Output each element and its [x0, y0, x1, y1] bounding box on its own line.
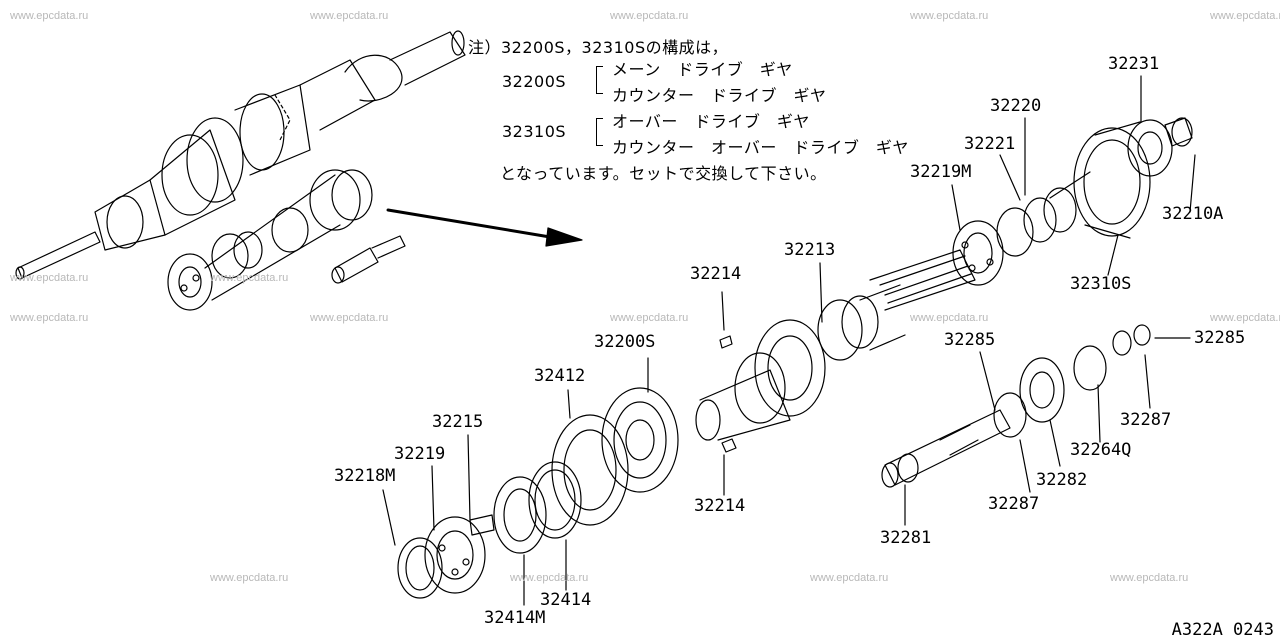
part-label[interactable]: 32282 [1036, 470, 1088, 490]
mainshaft-assembly [869, 117, 1193, 311]
note-group1-item: カウンター ドライブ ギヤ [612, 86, 827, 105]
watermark-text: www.epcdata.ru [10, 312, 89, 324]
watermark-text: www.epcdata.ru [610, 312, 689, 324]
overview-assembly [15, 30, 466, 311]
direction-arrow [386, 208, 583, 247]
part-label[interactable]: 32287 [988, 494, 1040, 514]
watermark-text: www.epcdata.ru [610, 10, 689, 22]
part-label[interactable]: 32219 [394, 444, 446, 464]
watermark-text: www.epcdata.ru [10, 10, 89, 22]
leader-lines [382, 75, 1196, 606]
watermark-text: www.epcdata.ru [1210, 10, 1280, 22]
part-label[interactable]: 32213 [784, 240, 836, 260]
note-group2-item: オーバー ドライブ ギヤ [612, 112, 810, 131]
part-label[interactable]: 32281 [880, 528, 932, 548]
watermark-text: www.epcdata.ru [210, 572, 289, 584]
part-label[interactable]: 32210A [1162, 204, 1224, 224]
part-label[interactable]: 32285 [944, 330, 996, 350]
watermark-text: www.epcdata.ru [810, 572, 889, 584]
watermark-text: www.epcdata.ru [510, 572, 589, 584]
watermark-text: www.epcdata.ru [1110, 572, 1189, 584]
watermark-text: www.epcdata.ru [310, 10, 389, 22]
part-label[interactable]: 32287 [1120, 410, 1172, 430]
watermark-text: www.epcdata.ru [310, 312, 389, 324]
part-label[interactable]: 32215 [432, 412, 484, 432]
countershaft-assembly [397, 284, 906, 599]
part-label[interactable]: 32214 [694, 496, 746, 516]
part-label[interactable]: 32218M [334, 466, 396, 486]
note-group2-code: 32310S [502, 122, 567, 141]
note-bracket [596, 66, 603, 94]
part-label[interactable]: 32231 [1108, 54, 1160, 74]
note-bracket [596, 118, 603, 146]
part-label[interactable]: 32219M [910, 162, 972, 182]
watermark-text: www.epcdata.ru [10, 272, 89, 284]
watermark-text: www.epcdata.ru [910, 312, 989, 324]
part-label[interactable]: 32214 [690, 264, 742, 284]
part-label[interactable]: 32264Q [1070, 440, 1132, 460]
reverse-idler-assembly [881, 324, 1151, 488]
part-label[interactable]: 32414M [484, 608, 546, 628]
part-label[interactable]: 32221 [964, 134, 1016, 154]
part-label[interactable]: 32310S [1070, 274, 1132, 294]
note-group1-item: メーン ドライブ ギヤ [612, 60, 793, 79]
part-label[interactable]: 32220 [990, 96, 1042, 116]
note-group2-item: カウンター オーバー ドライブ ギヤ [612, 138, 909, 157]
part-label[interactable]: 32200S [594, 332, 656, 352]
part-label[interactable]: 32285 [1194, 328, 1246, 348]
watermark-text: www.epcdata.ru [910, 10, 989, 22]
note-line-1: 注）32200S，32310Sの構成は， [468, 38, 729, 57]
part-label[interactable]: 32414 [540, 590, 592, 610]
diagram-code: A322A 0243 [1171, 620, 1274, 640]
watermark-text: www.epcdata.ru [1210, 312, 1280, 324]
note-line-end: となっています。セットで交換して下さい。 [500, 164, 827, 183]
watermark-text: www.epcdata.ru [210, 272, 289, 284]
part-label[interactable]: 32412 [534, 366, 586, 386]
note-group1-code: 32200S [502, 72, 567, 91]
